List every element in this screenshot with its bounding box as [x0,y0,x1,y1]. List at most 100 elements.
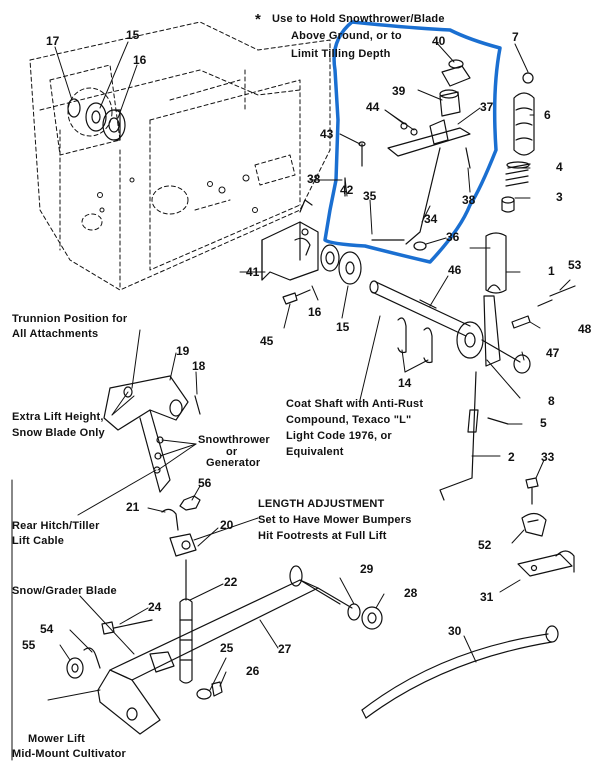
lift-shaft-27 [97,565,353,735]
part-number-15: 15 [336,320,350,334]
lever-assembly [456,284,531,374]
clamp-52 [521,512,547,537]
note-snowgrader: Snow/Grader Blade [12,585,117,597]
tractor-frame [29,21,331,291]
part-number-28: 28 [404,586,418,600]
note-mower-line1: Mower Lift [28,733,85,745]
part-number-17: 17 [46,34,60,48]
part-number-52: 52 [478,538,492,552]
note-extra-line1: Extra Lift Height, [12,411,104,423]
bracket-31 [517,550,575,577]
note-hold-line2: Above Ground, or to [291,30,402,42]
frame-holes [97,174,258,213]
limit-assembly [344,59,471,251]
note-rear-line2: Lift Cable [12,535,65,547]
highlight-outline [323,20,502,264]
chain-22 [179,559,193,684]
nut-56 [179,495,201,511]
part-number-36: 36 [446,230,460,244]
part-number-22: 22 [224,575,238,589]
part-number-45: 45 [260,334,274,348]
part-number-15-top: 15 [126,28,140,42]
part-number-24: 24 [148,600,162,614]
washer-group-top-left [67,98,126,141]
part-number-16-top: 16 [133,53,147,67]
pin-18 [194,395,201,415]
part-number-55: 55 [22,638,36,652]
note-coat-line3: Light Code 1976, or [286,430,392,442]
note-length-line3: Hit Footrests at Full Lift [258,530,387,542]
asterisk-mark: * [255,11,261,28]
leader-lines [11,41,571,761]
part-number-6: 6 [544,108,551,122]
part-number-20: 20 [220,518,234,532]
part-number-41: 41 [246,265,260,279]
part-number-31: 31 [480,590,494,604]
note-coat-line2: Compound, Texaco "L" [286,414,412,426]
washer-25-nut-26 [196,681,223,700]
pin-5 [487,417,509,425]
part-number-34: 34 [424,212,438,226]
spring-4 [505,161,531,187]
part-number-25: 25 [220,641,234,655]
part-number-35: 35 [363,189,377,203]
part-number-33: 33 [541,450,555,464]
note-length-line2: Set to Have Mower Bumpers [258,514,412,526]
part-number-53: 53 [568,258,582,272]
part-number-43: 43 [320,127,334,141]
note-snowthrower-line1: Snowthrower [198,434,270,446]
note-hold-line3: Limit Tilling Depth [291,48,391,60]
note-hold-line1: Use to Hold Snowthrower/Blade [272,13,445,25]
note-trunnion-line1: Trunnion Position for [12,313,128,325]
tube-1 [485,232,507,294]
washers-16-15 [320,244,362,285]
knob-7 [522,72,534,84]
part-number-14: 14 [398,376,412,390]
part-number-38-right: 38 [462,193,476,207]
part-number-4: 4 [556,160,563,174]
bolt-45 [282,289,311,305]
note-extra-line2: Snow Blade Only [12,427,105,439]
part-number-56: 56 [198,476,212,490]
part-number-47: 47 [546,346,560,360]
part-number-5: 5 [540,416,547,430]
part-number-16: 16 [308,305,322,319]
note-snowthrower-line3: Generator [206,457,261,469]
clip-54 [83,647,101,669]
part-number-8: 8 [548,394,555,408]
pins-48-53 [511,285,576,329]
bolt-33 [525,477,539,505]
part-number-3: 3 [556,190,563,204]
grip-6 [513,92,535,156]
note-snowthrower-line2: or [226,446,238,458]
bushing-3 [501,196,515,213]
note-coat-line1: Coat Shaft with Anti-Rust [286,398,424,410]
part-number-54: 54 [40,622,54,636]
part-number-21: 21 [126,500,140,514]
part-number-2: 2 [508,450,515,464]
note-mower-line2: Mid-Mount Cultivator [12,748,126,760]
part-number-26: 26 [246,664,260,678]
lift-link-19 [103,375,189,493]
part-number-1: 1 [548,264,555,278]
part-number-44: 44 [366,100,380,114]
washer-29-nut-28 [347,603,383,630]
part-number-38-left: 38 [307,172,321,186]
coat-shaft-46 [369,280,471,337]
adjust-block-20 [169,533,197,557]
note-rear-line1: Rear Hitch/Tiller [12,520,100,532]
part-number-37: 37 [480,100,494,114]
bracket-41 [261,199,319,281]
part-number-48: 48 [578,322,592,336]
part-number-29: 29 [360,562,374,576]
part-number-40: 40 [432,34,446,48]
part-number-7: 7 [512,30,519,44]
rod-30 [361,625,559,719]
note-trunnion-line2: All Attachments [12,328,99,340]
part-number-46: 46 [448,263,462,277]
note-coat-line4: Equivalent [286,446,344,458]
washer-55 [66,657,84,679]
note-length-line1: LENGTH ADJUSTMENT [258,498,385,510]
part-number-18: 18 [192,359,206,373]
